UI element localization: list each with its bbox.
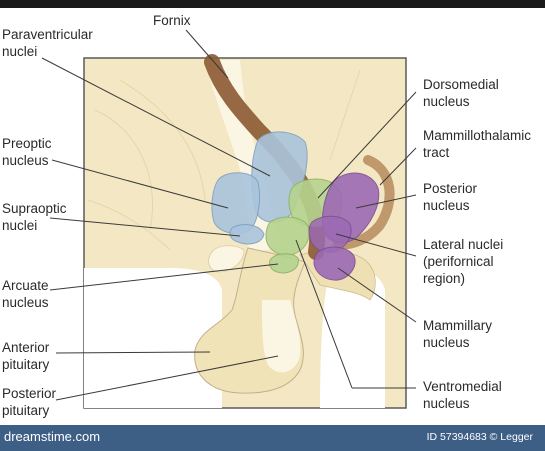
leader-dorsomedial (317, 91, 417, 199)
mammillary-nucleus-shape (313, 246, 356, 281)
image-id-credit: ID 57394683 © Legger (426, 431, 533, 443)
mammillothalamic-tract (333, 155, 395, 250)
arcuate-nucleus-shape (269, 253, 299, 274)
footer-bar: dreamstime.com ID 57394683 © Legger (0, 425, 545, 451)
leader-posterior (355, 194, 417, 209)
leader-lateral (335, 233, 417, 257)
white-region-right (320, 268, 385, 408)
label-posterior-nucleus: Posterior nucleus (423, 181, 478, 213)
white-region (84, 268, 222, 408)
optic-chiasm (208, 245, 245, 273)
label-paraventricular-nuclei: Paraventricular nuclei (2, 27, 93, 59)
supraoptic-nuclei-shape (229, 224, 265, 245)
label-dorsomedial-nucleus: Dorsomedial nucleus (423, 77, 499, 109)
posterior-pituitary-lobe (262, 300, 301, 373)
label-ventromedial-nucleus: Ventromedial nucleus (423, 379, 502, 411)
leader-mammillothalamic (379, 147, 417, 186)
leader-posterior-pituitary (55, 355, 279, 401)
label-arcuate-nucleus: Arcuate nucleus (2, 278, 49, 310)
leader-fornix (185, 29, 229, 79)
label-supraoptic-nuclei: Supraoptic nuclei (2, 201, 67, 233)
preoptic-nucleus-shape (211, 172, 261, 234)
leader-preoptic (51, 159, 229, 209)
site-logo[interactable]: dreamstime.com (4, 429, 101, 444)
leader-anterior-pituitary (55, 351, 211, 354)
leader-ventromedial-2 (295, 239, 353, 389)
top-bar (0, 0, 545, 8)
label-anterior-pituitary: Anterior pituitary (2, 340, 50, 372)
leader-supraoptic (49, 217, 241, 237)
label-posterior-pituitary: Posterior pituitary (2, 386, 57, 418)
leader-arcuate (49, 263, 279, 291)
label-fornix: Fornix (153, 13, 191, 28)
label-preoptic-nucleus: Preoptic nucleus (2, 136, 52, 168)
leader-mammillary (337, 267, 417, 323)
leader-paraventricular (41, 57, 271, 177)
label-lateral-nuclei: Lateral nuclei (perifornical region) (423, 237, 504, 286)
vessel-lines (87, 69, 361, 251)
label-mammillothalamic-tract: Mammillothalamic tract (423, 128, 532, 160)
leader-lines (41, 29, 417, 401)
label-mammillary-nucleus: Mammillary nucleus (423, 318, 492, 350)
